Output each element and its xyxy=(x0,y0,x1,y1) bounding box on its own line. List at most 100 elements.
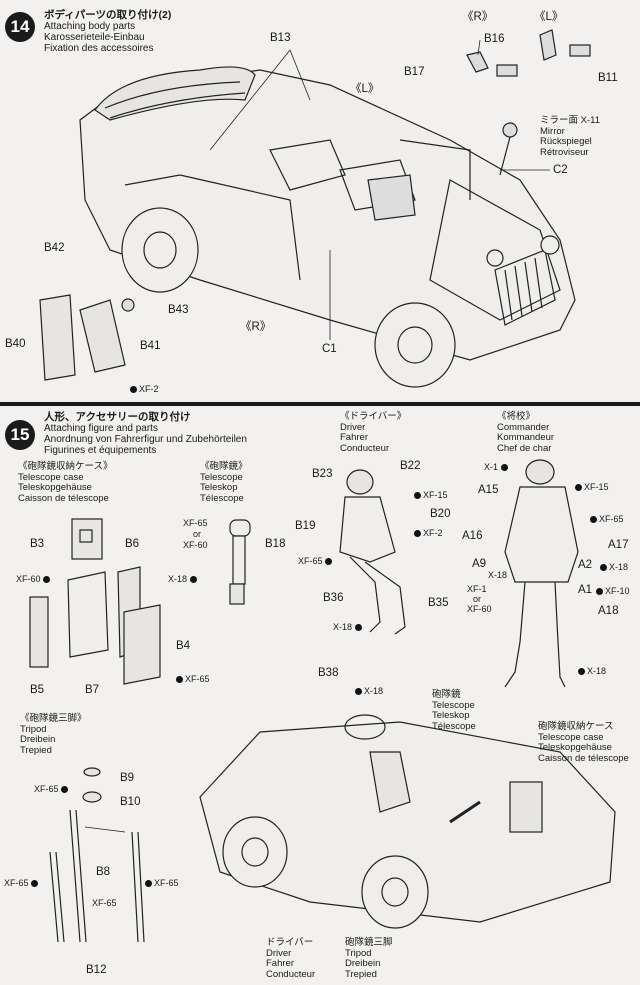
part-label-b35: B35 xyxy=(428,597,449,609)
part-label-b11: B11 xyxy=(598,72,618,84)
paint-dot-icon xyxy=(596,588,603,596)
driver-heading: 《ドライバー》 Driver Fahrer Conducteur xyxy=(340,411,406,454)
tripod-heading: 《砲隊鏡三脚》 Tripod Dreibein Trepied xyxy=(20,713,87,756)
paint-code: XF-60 xyxy=(16,574,41,584)
tripod-callout: 砲隊鏡三脚 Tripod Dreibein Trepied xyxy=(345,937,393,980)
step-15-title-fr: Figurines et équipements xyxy=(44,445,157,456)
case-callout-de: Teleskopgehäuse xyxy=(538,742,612,753)
tripod-callout-fr: Trepied xyxy=(345,968,377,980)
case-callout-jp: 砲隊鏡収納ケース xyxy=(538,721,614,732)
paint-code: X-18 xyxy=(333,622,353,632)
part-label-b12: B12 xyxy=(86,964,107,976)
paint-callout-xf15b: XF-15 xyxy=(575,482,609,492)
scope-callout-en: Telescope xyxy=(432,699,475,711)
tripod-heading-jp: 《砲隊鏡三脚》 xyxy=(20,713,87,724)
paint-callout-x1: X-1 xyxy=(484,462,510,472)
paint-dot-icon xyxy=(590,516,597,524)
driver-heading-de: Fahrer xyxy=(340,432,368,443)
part-label-c1: C1 xyxy=(322,343,337,355)
paint-dot-icon xyxy=(355,688,362,696)
case-heading: 《砲隊鏡収納ケース》 Telescope case Teleskopgehäus… xyxy=(18,461,113,504)
paint-callout-xf65h-driver: XF-65 xyxy=(298,556,334,566)
side-label-l: 《L》 xyxy=(534,11,564,23)
step-15-title-de: Anordnung von Fahrerfigur und Zubehörtei… xyxy=(44,434,247,445)
tripod-callout-de: Dreibein xyxy=(345,958,381,969)
paint-code: XF-15 xyxy=(584,482,609,492)
part-label-c2: C2 xyxy=(553,164,568,176)
paint-callout-xf65f: XF-65 xyxy=(4,878,40,888)
mirror-label-fr: Rétroviseur xyxy=(540,146,589,158)
paint-dot-icon xyxy=(145,880,152,888)
driver-callout: ドライバー Driver Fahrer Conducteur xyxy=(266,937,315,980)
paint-code: X-18 xyxy=(609,562,629,572)
driver-callout-en: Driver xyxy=(266,947,292,959)
part-label-b13: B13 xyxy=(270,32,291,44)
paint-callout-xf2: XF-2 xyxy=(414,528,443,538)
paint-callout-x18a: X-18 xyxy=(168,574,199,584)
paint-dot-icon xyxy=(43,576,51,584)
mirror-label-en: Mirror xyxy=(540,125,565,137)
part-label-b8: B8 xyxy=(96,866,111,878)
part-label-b7: B7 xyxy=(85,684,100,696)
tripod-heading-fr: Trepied xyxy=(20,744,52,756)
tripod-callout-jp: 砲隊鏡三脚 xyxy=(345,937,393,948)
paint-code: XF-60 xyxy=(183,540,208,550)
part-label-b36: B36 xyxy=(323,592,344,604)
paint-dot-icon xyxy=(130,386,137,394)
case-heading-de: Teleskopgehäuse xyxy=(18,482,92,493)
scope-heading-fr: Télescope xyxy=(200,492,244,504)
driver-callout-jp: ドライバー xyxy=(266,937,314,948)
paint-dot-icon xyxy=(575,484,582,492)
part-label-a2: A2 xyxy=(578,559,593,571)
step-15-header: 人形、アクセサリーの取り付け Attaching figure and part… xyxy=(44,412,247,457)
commander-heading-en: Commander xyxy=(497,421,550,433)
section-divider xyxy=(0,402,640,406)
paint-dot-icon xyxy=(61,786,69,794)
mirror-label-de: Rückspiegel xyxy=(540,136,592,147)
paint-callout-x18c: X-18 xyxy=(600,562,628,572)
driver-callout-de: Fahrer xyxy=(266,958,294,969)
paint-or: or xyxy=(473,594,482,604)
part-label-b4: B4 xyxy=(176,640,191,652)
paint-callout-xf65c: XF-65 xyxy=(176,674,210,684)
paint-callout-x18d: X-18 xyxy=(488,570,507,580)
step-14-header: ボディパーツの取り付け(2) Attaching body parts Karo… xyxy=(44,9,172,55)
part-label-a15: A15 xyxy=(478,484,499,496)
paint-callout-xf65g: XF-65 xyxy=(145,878,179,888)
paint-callout-xf65-or-xf60: XF-65 or XF-60 xyxy=(183,518,208,551)
part-label-b22: B22 xyxy=(400,460,421,472)
scope-callout-fr: Télescope xyxy=(432,720,476,732)
paint-dot-icon xyxy=(325,558,333,566)
part-label-b17: B17 xyxy=(404,66,425,78)
paint-code: XF-65 xyxy=(154,878,179,888)
paint-dot-icon xyxy=(176,676,183,684)
part-label-b5: B5 xyxy=(30,684,45,696)
case-heading-en: Telescope case xyxy=(18,471,84,483)
part-label-b3: B3 xyxy=(30,538,45,550)
side-label-l-mid: 《L》 xyxy=(350,83,380,95)
paint-callout-xf65-commander: XF-65 xyxy=(590,514,624,524)
scope-callout-jp: 砲隊鏡 xyxy=(432,689,461,700)
commander-heading-de: Kommandeur xyxy=(497,432,555,443)
commander-heading-jp: 《将校》 xyxy=(497,411,536,422)
paint-code: XF-2 xyxy=(139,384,159,394)
part-label-b40: B40 xyxy=(5,338,26,350)
case-heading-jp: 《砲隊鏡収納ケース》 xyxy=(18,461,113,472)
paint-callout-xf65e: XF-65 xyxy=(92,898,117,908)
paint-callout-x18e: X-18 xyxy=(578,666,606,676)
step-14-section: 14 ボディパーツの取り付け(2) Attaching body parts K… xyxy=(0,0,640,402)
side-label-r-bottom: 《R》 xyxy=(240,321,272,333)
paint-dot-icon xyxy=(189,576,197,584)
paint-dot-icon xyxy=(414,492,421,500)
step-14-title-de: Karosserieteile-Einbau xyxy=(44,32,145,43)
paint-callout-xf1-or-xf60: XF-1 or XF-60 xyxy=(467,584,492,614)
paint-code: XF-65 xyxy=(34,784,59,794)
step-15-title-en: Attaching figure and parts xyxy=(44,423,158,434)
figures-and-parts-illustration xyxy=(29,459,616,943)
paint-dot-icon xyxy=(500,464,508,472)
step-14-title-jp: ボディパーツの取り付け(2) xyxy=(44,9,172,21)
paint-code: XF-10 xyxy=(605,586,630,596)
part-label-a9: A9 xyxy=(472,558,487,570)
scope-callout: 砲隊鏡 Telescope Teleskop Télescope xyxy=(432,689,476,732)
